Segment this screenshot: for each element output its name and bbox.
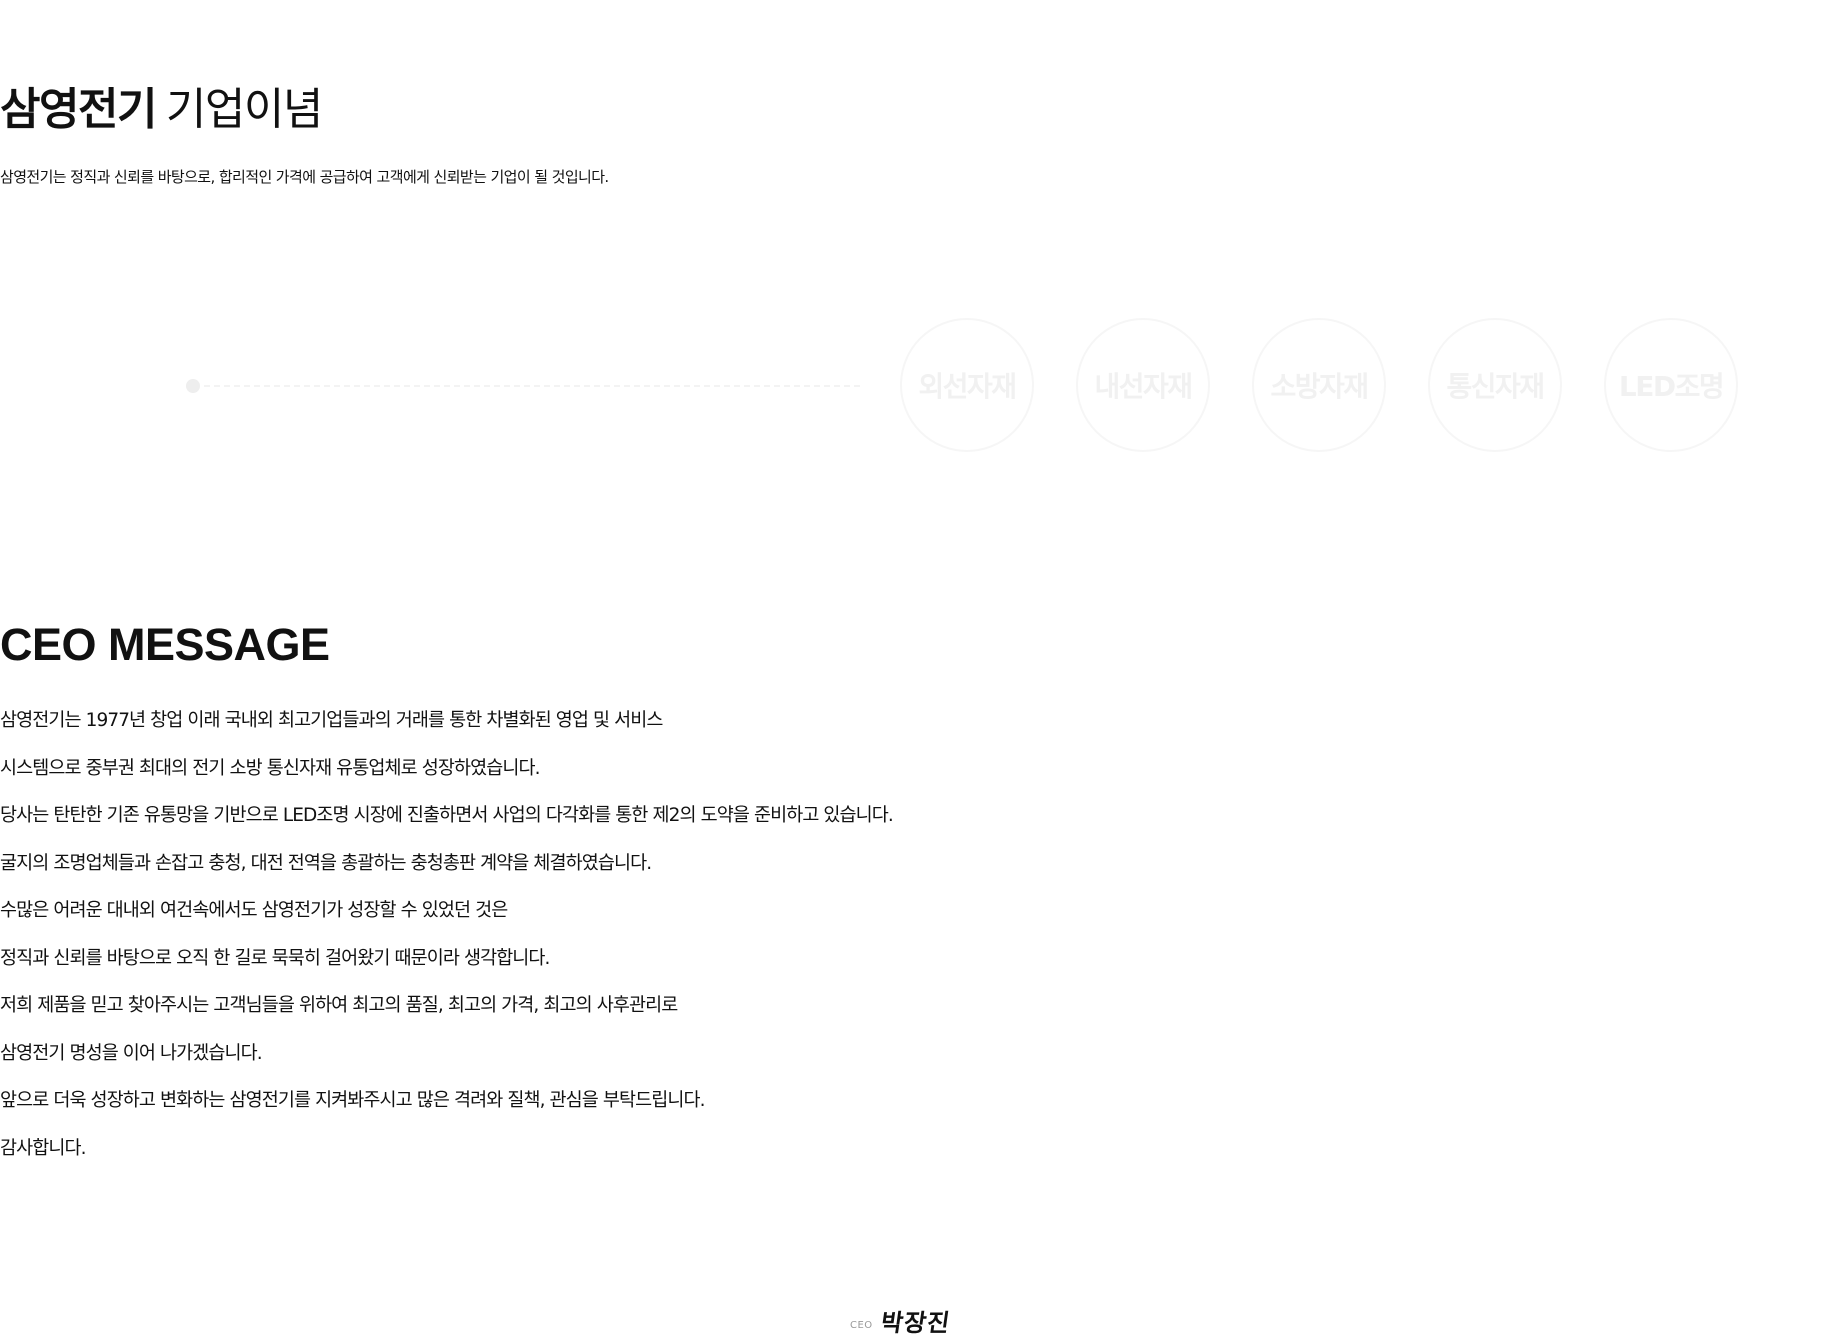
ceo-message-line: 삼영전기는 1977년 창업 이래 국내외 최고기업들과의 거래를 통한 차별화… bbox=[0, 710, 663, 731]
product-label: 통신자재 bbox=[1446, 370, 1545, 403]
product-circle-telecom[interactable]: 통신자재 bbox=[1428, 318, 1562, 452]
product-timeline: 외선자재 내선자재 소방자재 통신자재 LED조명 bbox=[0, 310, 1821, 460]
ceo-message-line: 수많은 어려운 대내외 여건속에서도 삼영전기가 성장할 수 있었던 것은 bbox=[0, 900, 508, 921]
product-label: LED조명 bbox=[1618, 370, 1725, 403]
product-circle-fire[interactable]: 소방자재 bbox=[1252, 318, 1386, 452]
ceo-message-body: 삼영전기는 1977년 창업 이래 국내외 최고기업들과의 거래를 통한 차별화… bbox=[0, 697, 894, 1172]
ceo-message-title: CEO MESSAGE bbox=[0, 619, 330, 670]
ceo-message-line: 시스템으로 중부권 최대의 전기 소방 통신자재 유통업체로 성장하였습니다. bbox=[0, 757, 540, 779]
philosophy-title-light: 기업이념 bbox=[165, 84, 323, 135]
ceo-message-line: 감사합니다. bbox=[0, 1137, 86, 1159]
ceo-signature: CEO 박장진 bbox=[850, 1308, 953, 1337]
philosophy-title-bold: 삼영전기 bbox=[0, 84, 157, 135]
ceo-message-line: 삼영전기 명성을 이어 나가겠습니다. bbox=[0, 1042, 263, 1064]
product-label: 내선자재 bbox=[1094, 370, 1193, 403]
signature-name: 박장진 bbox=[878, 1308, 953, 1337]
timeline-dashed-line bbox=[204, 385, 860, 387]
product-circle-outdoor[interactable]: 외선자재 bbox=[900, 318, 1034, 452]
timeline-start-dot bbox=[186, 379, 200, 393]
ceo-message-line: 당사는 탄탄한 기존 유통망을 기반으로 LED조명 시장에 진출하면서 사업의… bbox=[0, 805, 894, 826]
ceo-message-line: 굴지의 조명업체들과 손잡고 충청, 대전 전역을 총괄하는 충청총판 계약을 … bbox=[0, 852, 652, 874]
philosophy-description: 삼영전기는 정직과 신뢰를 바탕으로, 합리적인 가격에 공급하여 고객에게 신… bbox=[0, 168, 609, 186]
product-circle-led[interactable]: LED조명 bbox=[1604, 318, 1738, 452]
product-label: 외선자재 bbox=[918, 370, 1017, 403]
signature-label: CEO bbox=[850, 1320, 873, 1331]
product-circle-indoor[interactable]: 내선자재 bbox=[1076, 318, 1210, 452]
product-label: 소방자재 bbox=[1270, 370, 1369, 403]
ceo-message-line: 앞으로 더욱 성장하고 변화하는 삼영전기를 지켜봐주시고 많은 격려와 질책,… bbox=[0, 1090, 705, 1111]
ceo-message-line: 저희 제품을 믿고 찾아주시는 고객님들을 위하여 최고의 품질, 최고의 가격… bbox=[0, 995, 678, 1016]
ceo-message-line: 정직과 신뢰를 바탕으로 오직 한 길로 묵묵히 걸어왔기 때문이라 생각합니다… bbox=[0, 947, 550, 969]
